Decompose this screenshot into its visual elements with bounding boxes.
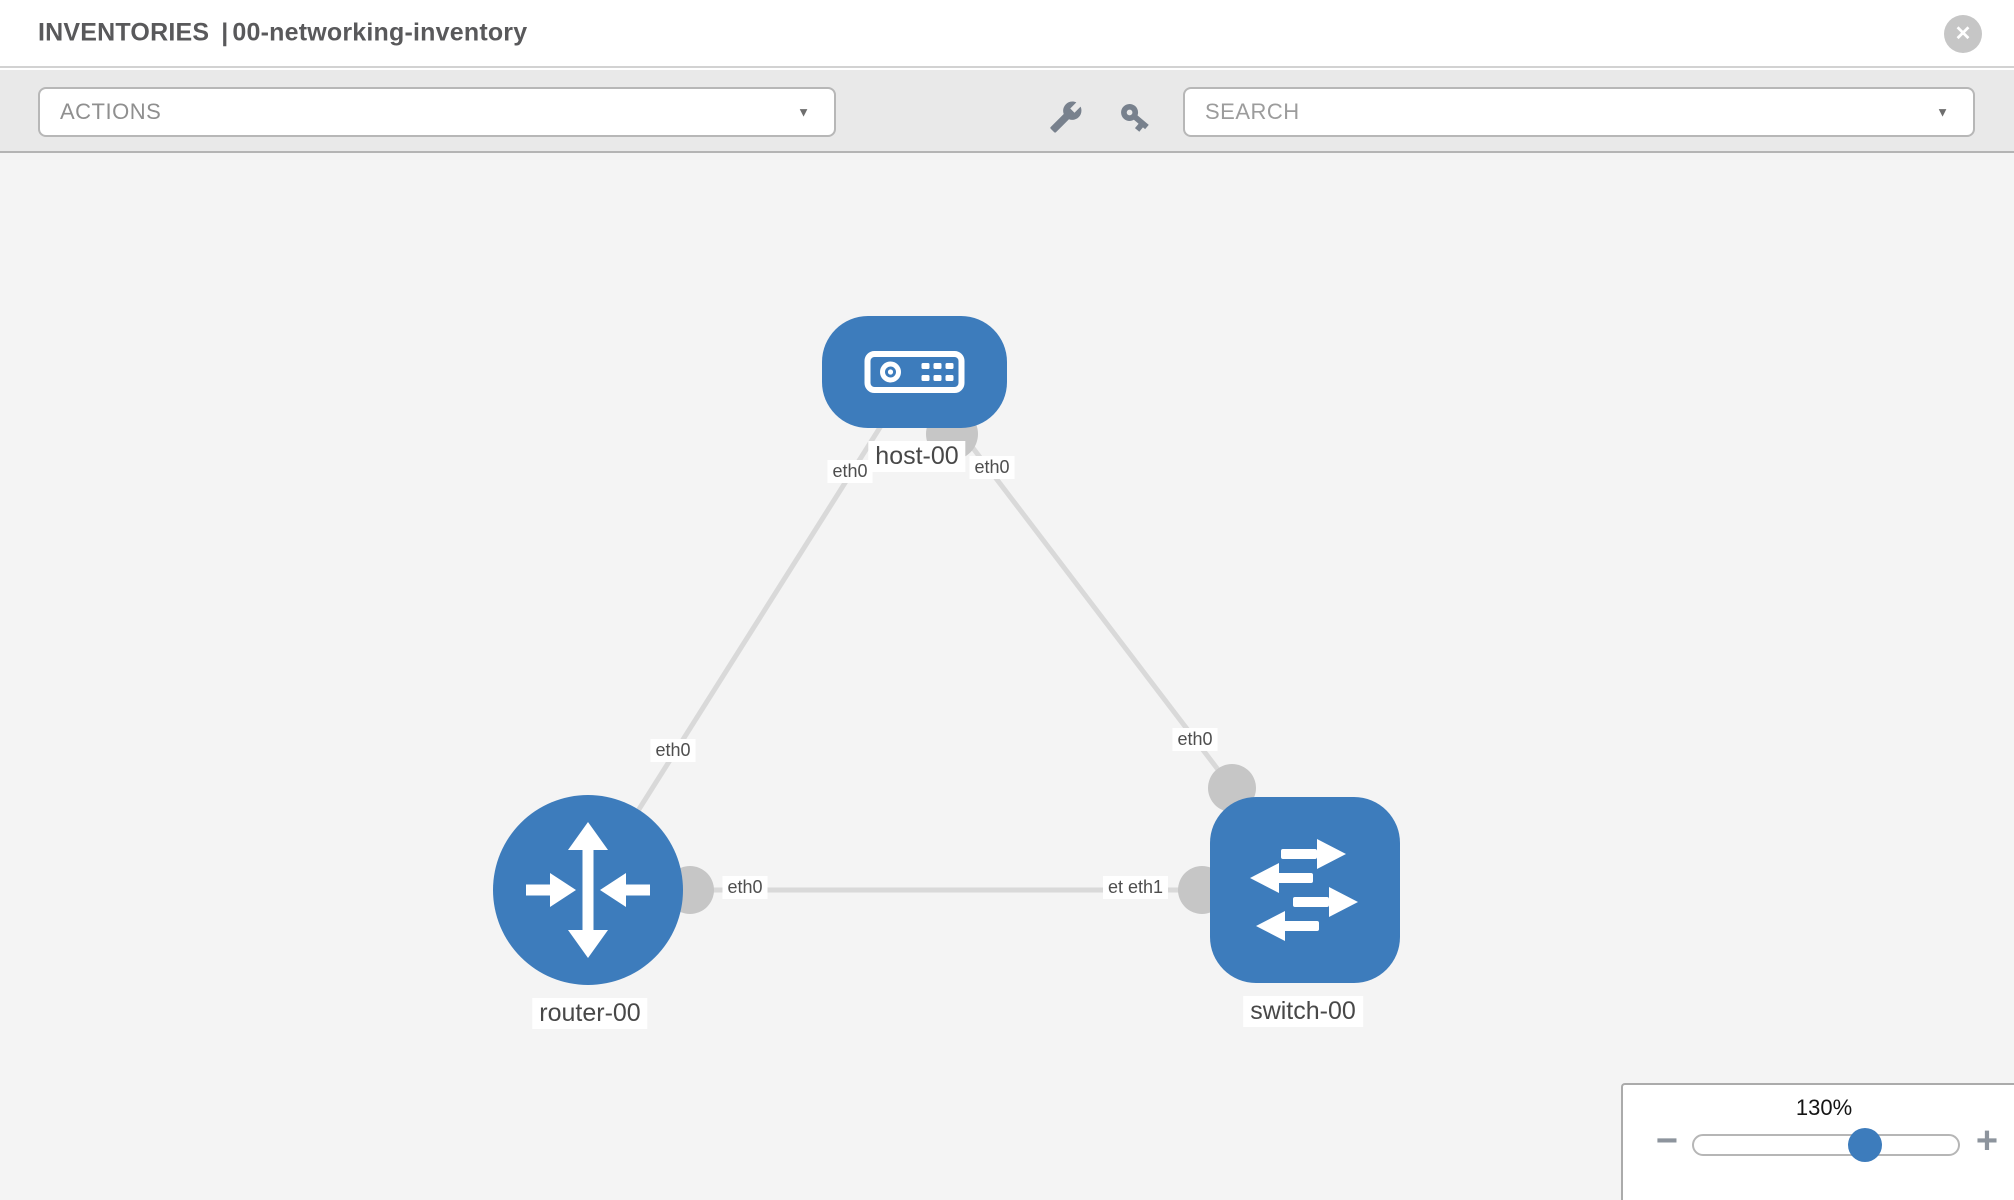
minus-icon: − [1655, 1120, 1679, 1162]
node-label-host: host-00 [868, 441, 966, 472]
page-title: INVENTORIES |00-networking-inventory [38, 19, 535, 48]
close-button[interactable]: ✕ [1944, 15, 1982, 53]
interface-label: eth0 [1172, 728, 1218, 751]
chevron-down-icon: ▼ [1936, 104, 1949, 120]
plus-icon: + [1975, 1120, 1999, 1162]
interface-label: eth0 [722, 876, 768, 899]
zoom-panel: 130% − + [1621, 1083, 2014, 1200]
node-label-switch: switch-00 [1243, 996, 1363, 1027]
search-placeholder: SEARCH [1205, 99, 1300, 124]
close-icon: ✕ [1954, 23, 1972, 45]
zoom-slider-knob[interactable] [1848, 1128, 1882, 1162]
breadcrumb-separator: | [221, 18, 229, 47]
topology-canvas: eth0 eth0 eth0 eth0 eth0 eth0 eth1 host-… [0, 153, 2014, 1200]
node-switch[interactable] [1210, 797, 1400, 983]
host-icon [864, 351, 965, 393]
toolbar: ACTIONS ▼ SEARCH ▼ [0, 70, 2014, 153]
chevron-down-icon: ▼ [797, 104, 810, 120]
interface-label: eth0 [827, 460, 873, 483]
inventory-name: 00-networking-inventory [232, 18, 528, 47]
zoom-level: 130% [1795, 1095, 1853, 1120]
header-bar: INVENTORIES |00-networking-inventory ✕ [0, 0, 2014, 68]
wrench-icon [1049, 100, 1083, 137]
interface-label: eth0 [650, 739, 696, 762]
router-icon [526, 822, 650, 958]
configure-button[interactable] [1046, 98, 1086, 138]
actions-dropdown[interactable]: ACTIONS ▼ [38, 87, 836, 137]
actions-dropdown-label: ACTIONS [60, 99, 162, 124]
zoom-out-button[interactable]: − [1647, 1121, 1687, 1161]
search-dropdown[interactable]: SEARCH ▼ [1183, 87, 1975, 137]
key-icon [1118, 100, 1152, 137]
breadcrumb-section[interactable]: INVENTORIES [38, 18, 210, 47]
node-router[interactable] [493, 795, 683, 985]
link-host-router[interactable] [585, 370, 918, 892]
switch-icon [1250, 839, 1358, 941]
zoom-in-button[interactable]: + [1967, 1121, 2007, 1161]
topology-svg [493, 316, 1400, 985]
interface-label: eth1 [1123, 876, 1169, 899]
node-label-router: router-00 [532, 998, 648, 1029]
zoom-slider[interactable] [1692, 1134, 1960, 1156]
node-host[interactable] [822, 316, 1007, 428]
interface-label: eth0 [969, 456, 1015, 479]
credentials-button[interactable] [1115, 98, 1155, 138]
